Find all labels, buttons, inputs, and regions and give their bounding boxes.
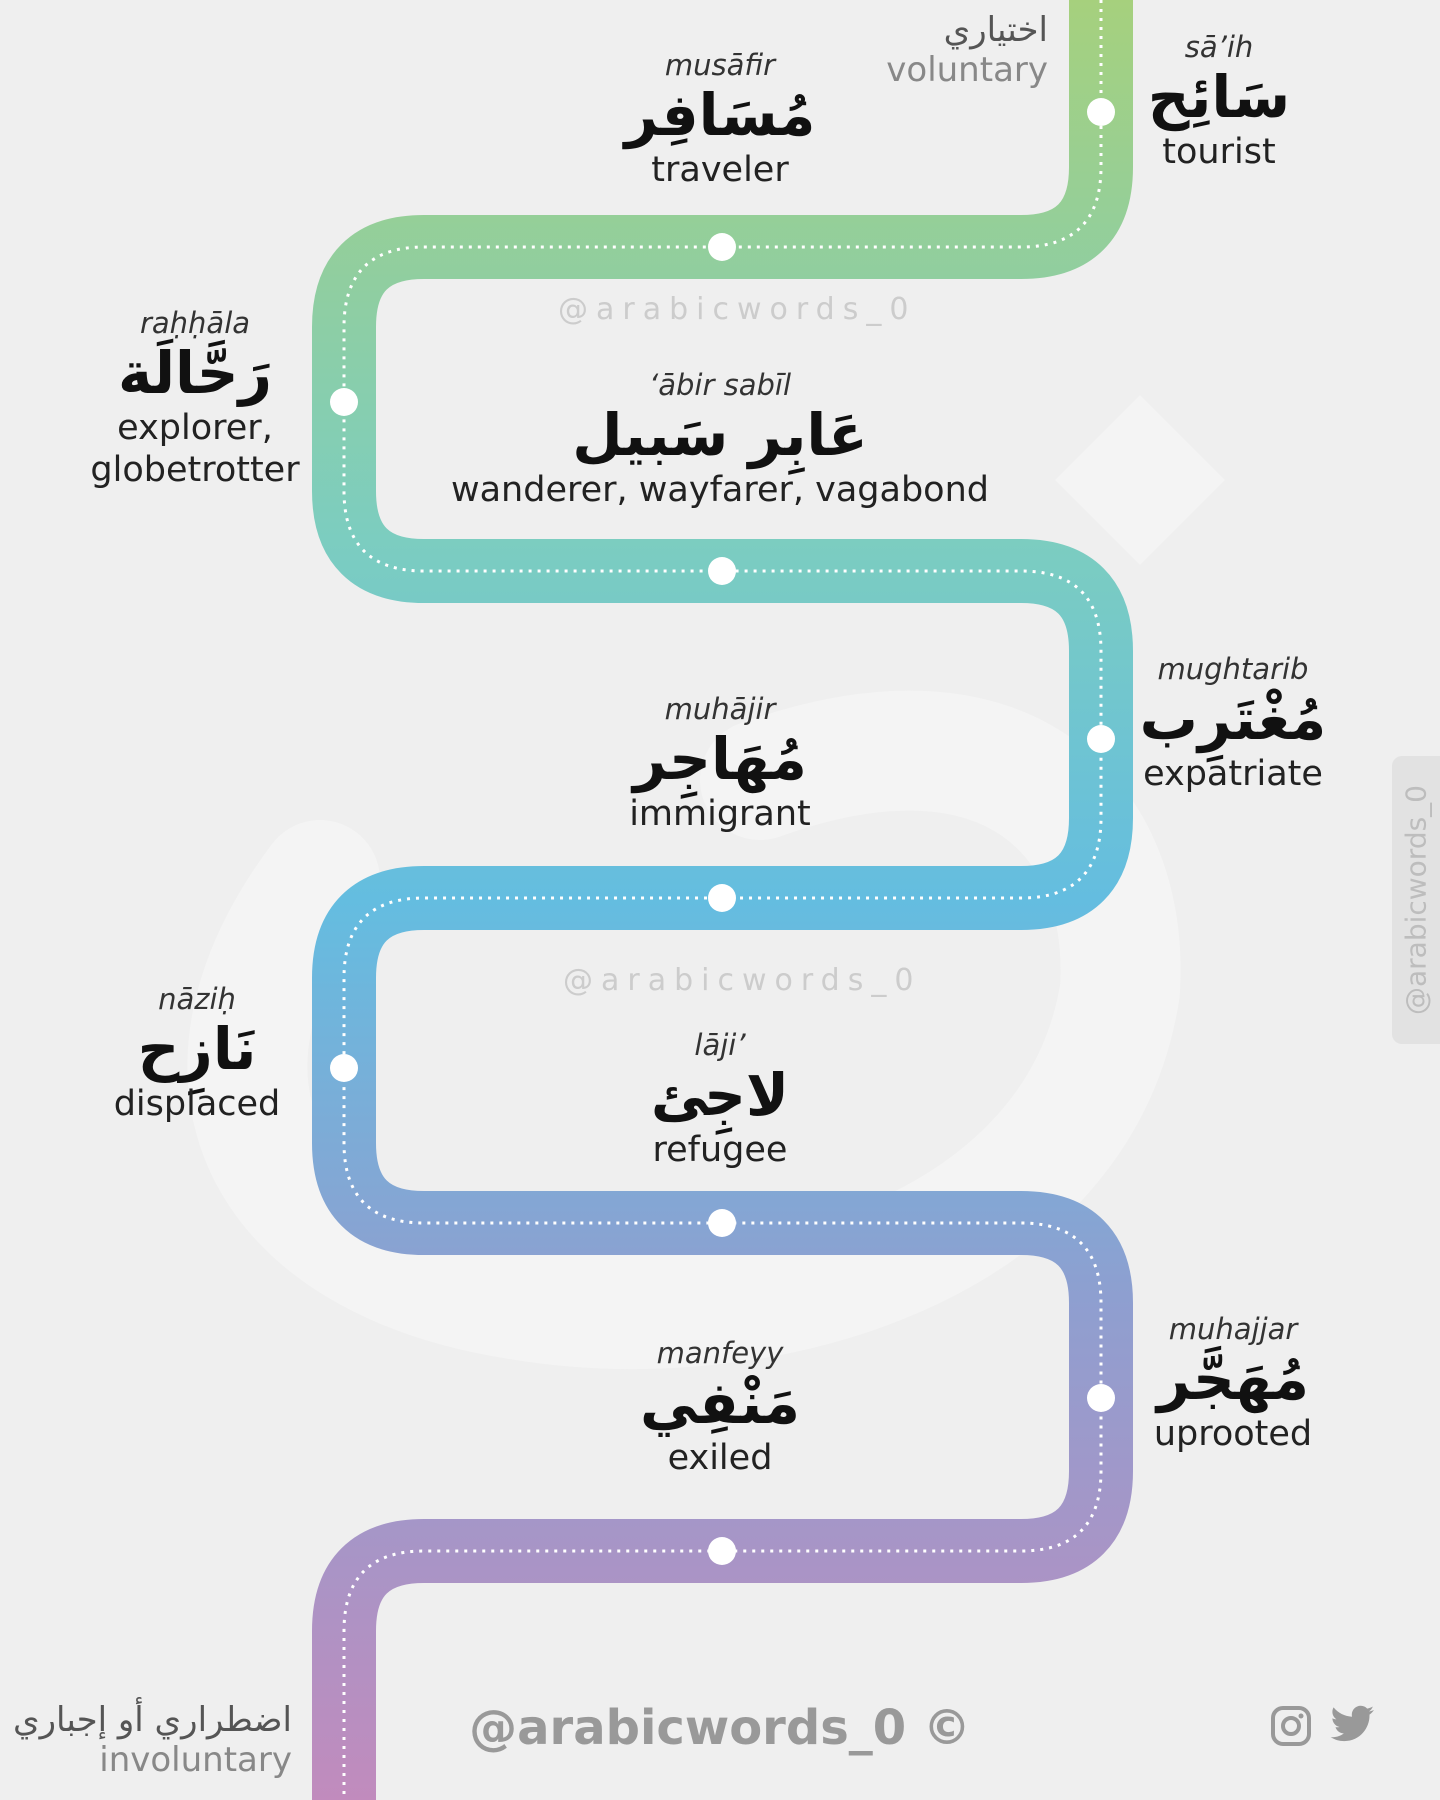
stop-meaning: wanderer, wayfarer, vagabond xyxy=(450,469,989,510)
station-dot xyxy=(1087,1384,1115,1412)
background-letter-dot xyxy=(1055,395,1225,565)
station-dot xyxy=(1087,725,1115,753)
stop-translit: musāfir xyxy=(664,48,776,82)
twitter-icon[interactable] xyxy=(1330,1705,1376,1745)
stop-meaning: traveler xyxy=(651,149,789,190)
station-dot xyxy=(330,1054,358,1082)
stop-uprooted: muhajjar مُهَجَّر uprooted xyxy=(1133,1312,1333,1455)
stop-arabic: مَنْفِي xyxy=(639,1369,800,1437)
stop-meaning: exiled xyxy=(667,1437,773,1478)
stop-arabic: مُغْتَرِب xyxy=(1139,685,1327,753)
station-dot xyxy=(708,884,736,912)
stop-meaning: explorer, globetrotter xyxy=(90,407,300,490)
background-letter-mark xyxy=(187,690,1181,1370)
stop-translit: lāji’ xyxy=(694,1028,746,1062)
stop-exiled: manfeyy مَنْفِي exiled xyxy=(550,1336,890,1479)
stop-refugee: lāji’ لاجِئ refugee xyxy=(550,1028,890,1171)
stop-arabic: سَائِح xyxy=(1147,63,1291,131)
endpoint-involuntary: اضطراري أو إجباري involuntary xyxy=(8,1700,292,1780)
stop-translit: muhājir xyxy=(664,692,776,726)
stop-translit: raḥḥāla xyxy=(139,306,251,340)
stop-arabic: لاجِئ xyxy=(650,1061,790,1129)
stop-arabic: مُهَاجِر xyxy=(633,725,807,793)
stop-expatriate: mughtarib مُغْتَرِب expatriate xyxy=(1133,652,1333,795)
stop-arabic: عَابِر سَبيل xyxy=(572,401,868,469)
endpoint-voluntary-arabic: اختياري xyxy=(943,10,1048,50)
stop-immigrant: muhājir مُهَاجِر immigrant xyxy=(550,692,890,835)
stop-translit: manfeyy xyxy=(656,1336,784,1370)
stop-tourist: sā’ih سَائِح tourist xyxy=(1049,30,1389,173)
stop-translit: ‘ābir sabīl xyxy=(649,368,791,402)
stop-translit: muhajjar xyxy=(1168,1312,1298,1346)
stop-meaning: tourist xyxy=(1162,131,1276,172)
footer-handle: @arabicwords_0 © xyxy=(469,1700,971,1756)
instagram-icon[interactable] xyxy=(1270,1705,1312,1747)
side-watermark-tab: @arabicwords_0 xyxy=(1392,756,1440,1044)
endpoint-involuntary-english: involuntary xyxy=(99,1740,292,1780)
stop-meaning: expatriate xyxy=(1143,753,1323,794)
stop-explorer: raḥḥāla رَحَّالَة explorer, globetrotter xyxy=(60,306,330,491)
station-dot xyxy=(708,1537,736,1565)
station-dot xyxy=(708,1209,736,1237)
stop-translit: mughtarib xyxy=(1157,652,1309,686)
endpoint-voluntary-english: voluntary xyxy=(886,50,1048,90)
stop-arabic: مُهَجَّر xyxy=(1156,1345,1310,1413)
endpoint-voluntary: اختياري voluntary xyxy=(880,10,1048,90)
stop-displaced: nāziḥ نَازِح displaced xyxy=(97,982,297,1125)
stop-meaning: refugee xyxy=(652,1129,788,1170)
stop-arabic: رَحَّالَة xyxy=(118,339,272,407)
side-watermark-text: @arabicwords_0 xyxy=(1399,784,1433,1016)
stop-arabic: نَازِح xyxy=(137,1015,257,1083)
stop-arabic: مُسَافِر xyxy=(624,81,816,149)
station-dot xyxy=(708,557,736,585)
station-dot xyxy=(330,388,358,416)
station-dot xyxy=(708,233,736,261)
endpoint-involuntary-arabic: اضطراري أو إجباري xyxy=(12,1700,292,1740)
watermark-top: @arabicwords_0 xyxy=(558,292,917,327)
station-dot xyxy=(1087,98,1115,126)
stop-translit: sā’ih xyxy=(1184,30,1254,64)
stop-meaning: uprooted xyxy=(1153,1413,1313,1454)
stop-translit: nāziḥ xyxy=(158,982,236,1016)
stop-traveler: musāfir مُسَافِر traveler xyxy=(550,48,890,191)
stop-wanderer: ‘ābir sabīl عَابِر سَبيل wanderer, wayfa… xyxy=(420,368,1020,511)
watermark-middle: @arabicwords_0 xyxy=(563,963,922,998)
stop-meaning: immigrant xyxy=(629,793,811,834)
stop-meaning: displaced xyxy=(113,1083,281,1124)
